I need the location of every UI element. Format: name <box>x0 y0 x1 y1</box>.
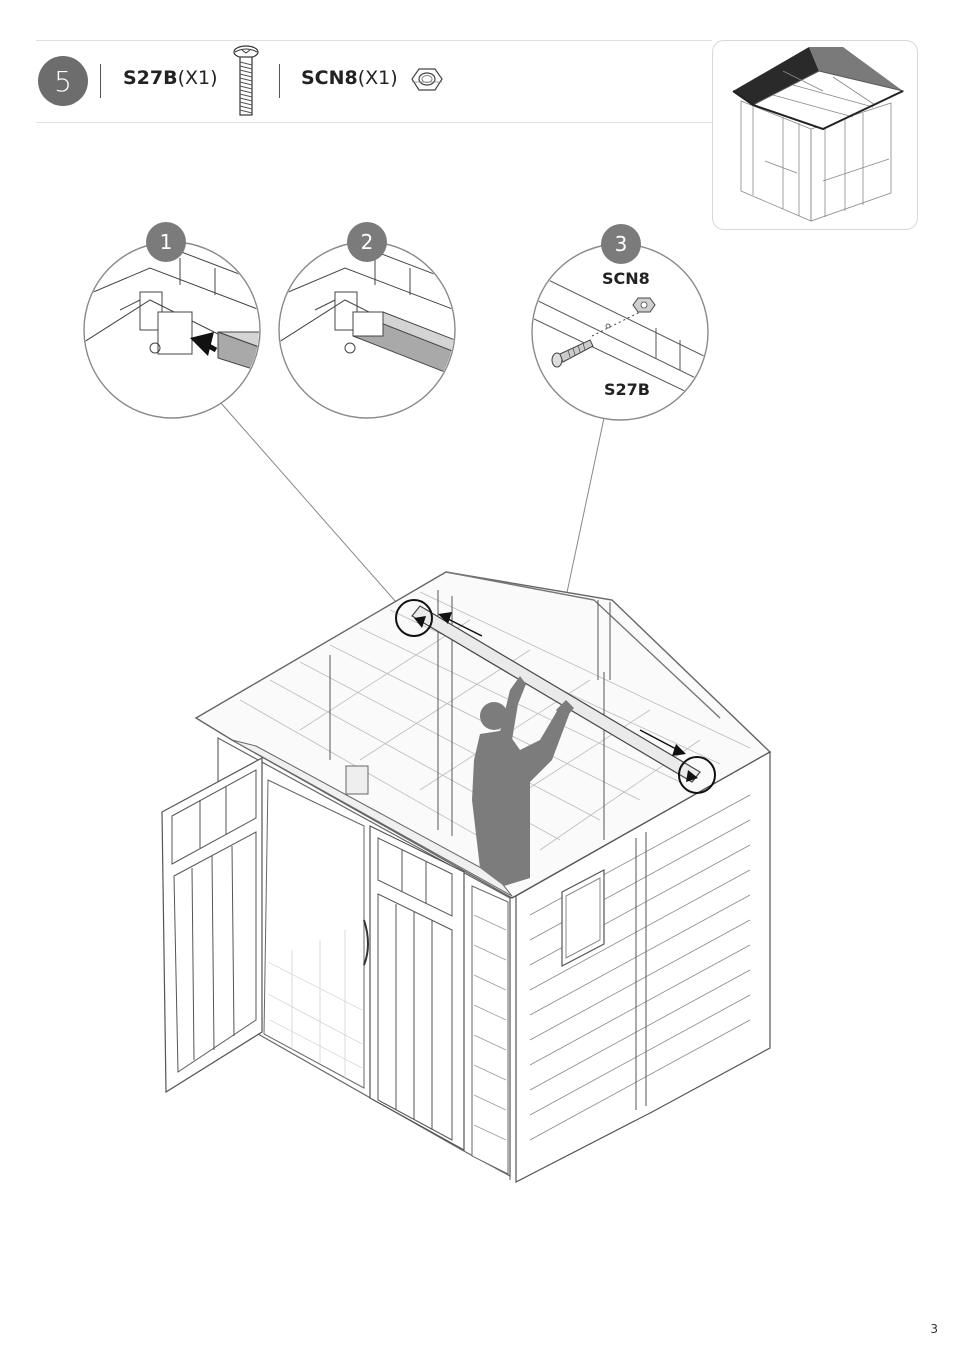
header-divider-2 <box>279 64 280 98</box>
detail-number-3: 3 <box>601 224 641 264</box>
part-s27b-label: S27B(X1) <box>123 67 218 89</box>
page-number: 3 <box>930 1322 938 1336</box>
bolt-icon <box>232 44 260 118</box>
header-divider <box>100 64 101 98</box>
detail-nut-icon <box>633 298 655 312</box>
detail-3-nut-label: SCN8 <box>602 269 650 288</box>
detail-3-bolt-label: S27B <box>604 380 650 399</box>
part-s27b-code: S27B <box>123 67 178 89</box>
part-scn8-code: SCN8 <box>301 67 358 89</box>
assembly-illustration <box>0 200 954 1200</box>
detail-circle-2 <box>279 240 455 418</box>
header-bottom-rule <box>36 122 712 123</box>
detail-circle-1 <box>84 240 262 418</box>
header-top-rule <box>36 40 712 41</box>
part-s27b-qty: (X1) <box>178 67 218 89</box>
leader-line-1 <box>220 402 396 602</box>
part-scn8-label: SCN8(X1) <box>301 67 398 89</box>
detail-number-2: 2 <box>347 222 387 262</box>
step-number-badge: 5 <box>38 56 88 106</box>
detail-number-1: 1 <box>146 222 186 262</box>
nut-icon <box>410 66 444 94</box>
shed-drawing <box>162 572 770 1182</box>
part-scn8-qty: (X1) <box>358 67 398 89</box>
